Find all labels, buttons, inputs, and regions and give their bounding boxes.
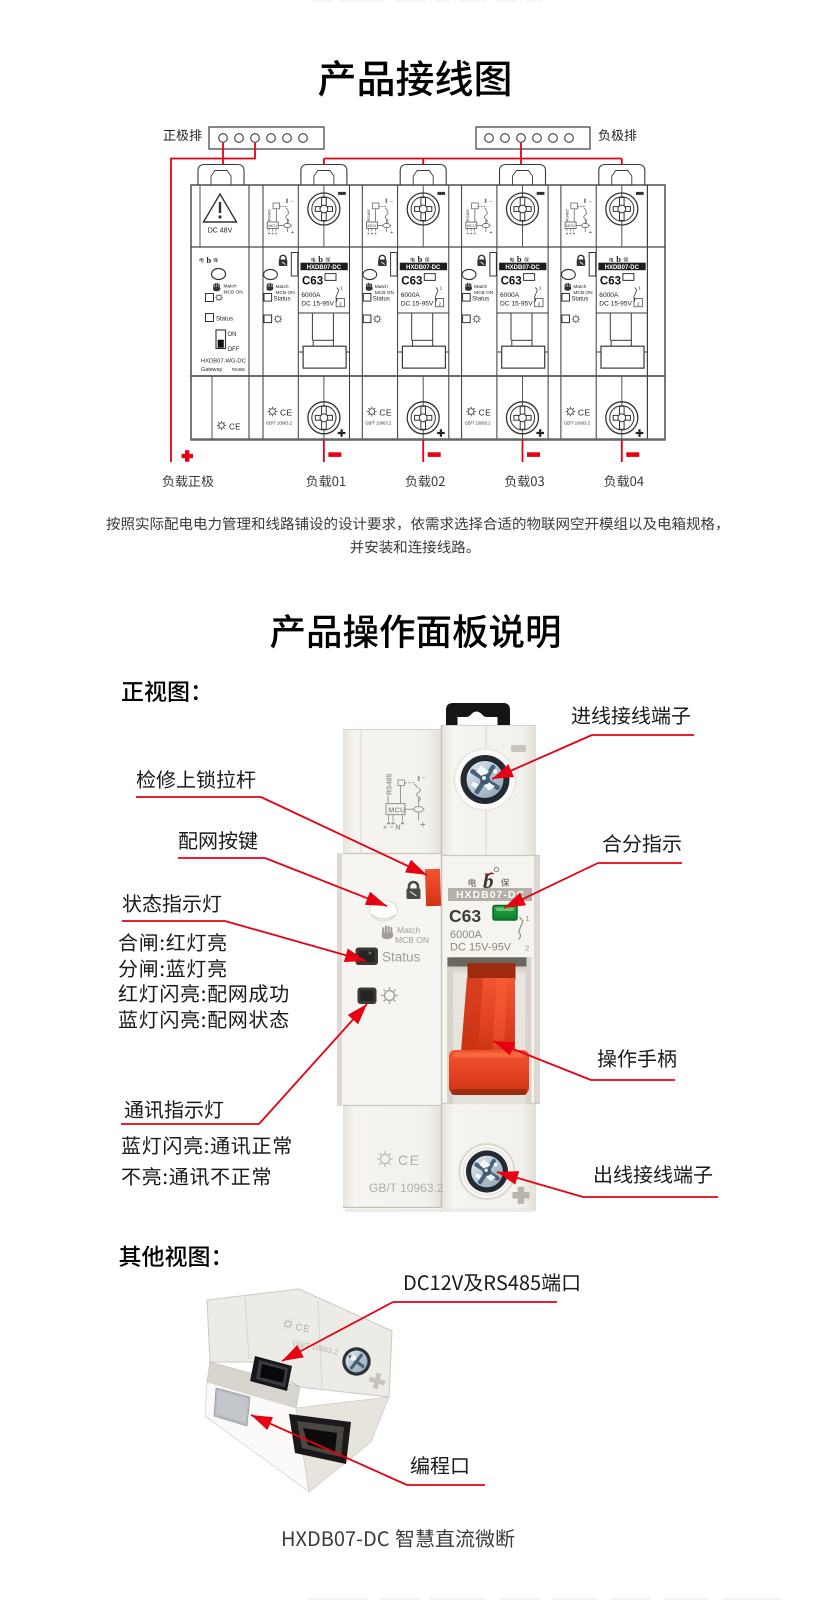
- svg-text:CE: CE: [229, 423, 241, 432]
- svg-text:ON: ON: [228, 332, 237, 338]
- svg-text:MCB ON: MCB ON: [395, 935, 429, 945]
- svg-text:C63: C63: [449, 906, 481, 926]
- svg-text:−: −: [422, 775, 426, 782]
- svg-text:HXDB07-WG-DC: HXDB07-WG-DC: [201, 359, 246, 365]
- svg-text:Status: Status: [382, 950, 421, 965]
- svg-text:Gateway: Gateway: [201, 367, 223, 373]
- svg-text:Status: Status: [216, 317, 233, 323]
- svg-text:DC 48V: DC 48V: [208, 228, 233, 235]
- svg-text:RS485: RS485: [232, 367, 245, 372]
- svg-text:MCB ON: MCB ON: [224, 290, 244, 296]
- svg-text:1: 1: [526, 914, 530, 923]
- svg-text:2: 2: [525, 944, 529, 953]
- svg-text:Match: Match: [397, 925, 420, 935]
- svg-text:CE: CE: [398, 1152, 420, 1168]
- svg-text:DC 15V-95V: DC 15V-95V: [450, 942, 512, 954]
- svg-text:MCU: MCU: [388, 805, 405, 814]
- svg-text:+ − N: + − N: [383, 823, 401, 832]
- svg-text:OFF: OFF: [228, 347, 240, 353]
- svg-text:RS485: RS485: [387, 773, 394, 795]
- svg-text:b: b: [207, 255, 212, 265]
- svg-text:Match: Match: [224, 284, 237, 290]
- svg-text:GB/T 10963.2: GB/T 10963.2: [369, 1181, 444, 1195]
- svg-text:6000A: 6000A: [450, 929, 482, 941]
- svg-text:+: +: [420, 820, 426, 831]
